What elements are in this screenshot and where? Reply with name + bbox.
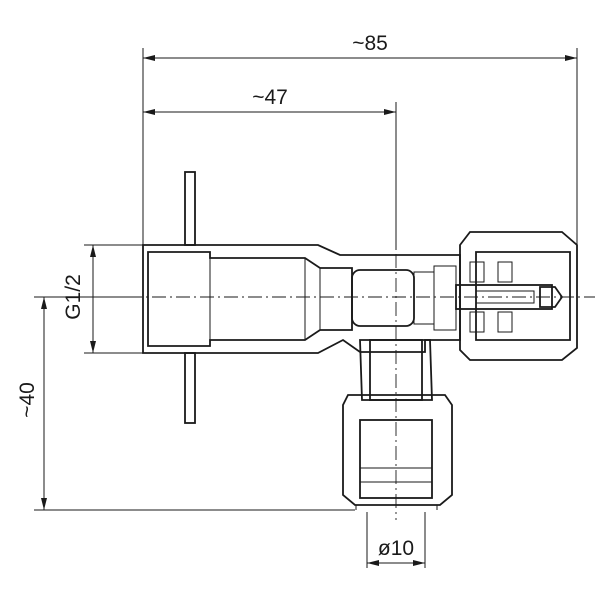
center-lines	[128, 230, 595, 520]
outlet-diameter-label: ø10	[378, 537, 414, 560]
dimension-height: ~40	[16, 297, 47, 510]
dimension-outlet-diameter: ø10	[367, 537, 425, 566]
compression-nut	[342, 394, 453, 510]
dimension-thread-size: G1/2	[62, 245, 96, 353]
filter-cartridge	[351, 265, 457, 331]
center-offset-label: ~47	[252, 86, 288, 109]
dimension-overall-length: ~85	[143, 32, 577, 61]
extension-lines	[34, 48, 578, 568]
inlet-body	[142, 244, 461, 354]
handle-lever	[184, 171, 196, 424]
dimension-center-offset: ~47	[143, 86, 396, 115]
overall-length-label: ~85	[352, 32, 388, 55]
outlet-body	[359, 339, 433, 401]
thread-size-label: G1/2	[62, 274, 85, 320]
height-label: ~40	[16, 382, 39, 418]
valve-cap	[455, 231, 578, 361]
